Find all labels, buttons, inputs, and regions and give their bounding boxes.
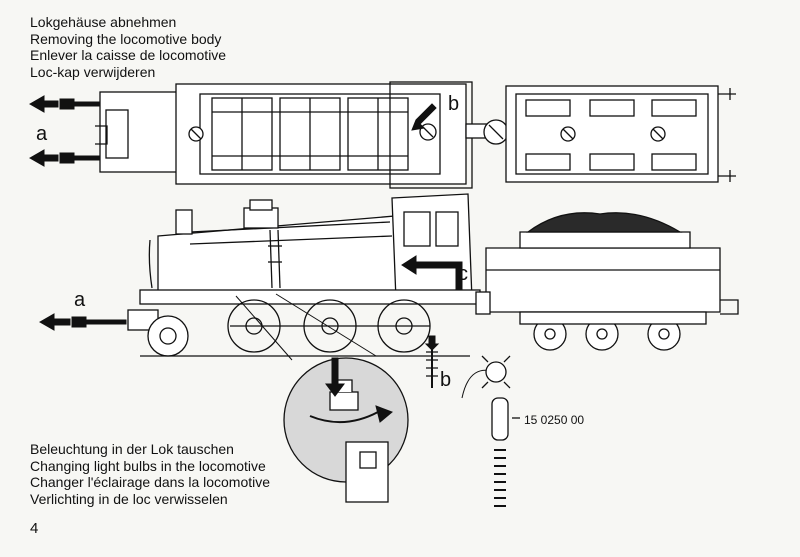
label-c-mid: c: [458, 263, 468, 285]
heading-line-fr: Enlever la caisse de locomotive: [30, 47, 227, 63]
direction-arrows: [28, 95, 463, 423]
heading-line-en: Removing the locomotive body: [30, 30, 222, 47]
tender-side-view: [475, 212, 739, 351]
arrow-c-hook-icon: [401, 255, 463, 291]
label-a-top: a: [36, 123, 48, 145]
arrow-screw-down-icon: [424, 335, 440, 351]
spare-parts: [426, 346, 520, 507]
arrow-left-upper-icon: [28, 95, 59, 113]
bulb-line-de: Beleuchtung in der Lok tauschen: [30, 441, 234, 457]
removal-heading: Lokgehäuse abnehmen Removing the locomot…: [30, 14, 226, 80]
bulb-heading: Beleuchtung in der Lok tauschen Changing…: [30, 441, 270, 507]
arrow-screw-b-icon: [411, 103, 437, 131]
arrow-left-lower-icon: [28, 149, 59, 167]
chassis-top-view: [95, 81, 495, 189]
bulb-line-nl: Verlichting in de loc verwisselen: [30, 490, 228, 507]
arrow-left-mid-icon: [38, 313, 71, 331]
part-number: 15 0250 00: [524, 413, 584, 427]
tender-top-view: [483, 85, 736, 183]
label-a-mid: a: [74, 289, 86, 311]
heading-line-nl: Loc-kap verwijderen: [30, 63, 156, 80]
page-number: 4: [30, 520, 39, 537]
arrow-down-zoom-icon: [325, 357, 345, 397]
heading-line-de: Lokgehäuse abnehmen: [30, 14, 177, 30]
rotate-arrow-icon: [375, 405, 393, 423]
label-b-bottom: b: [440, 369, 451, 391]
bulb-line-fr: Changer l'éclairage dans la locomotive: [30, 474, 271, 490]
locomotive-side-view: [127, 193, 481, 357]
bulb-line-en: Changing light bulbs in the locomotive: [30, 457, 266, 474]
label-b-top: b: [448, 93, 459, 115]
